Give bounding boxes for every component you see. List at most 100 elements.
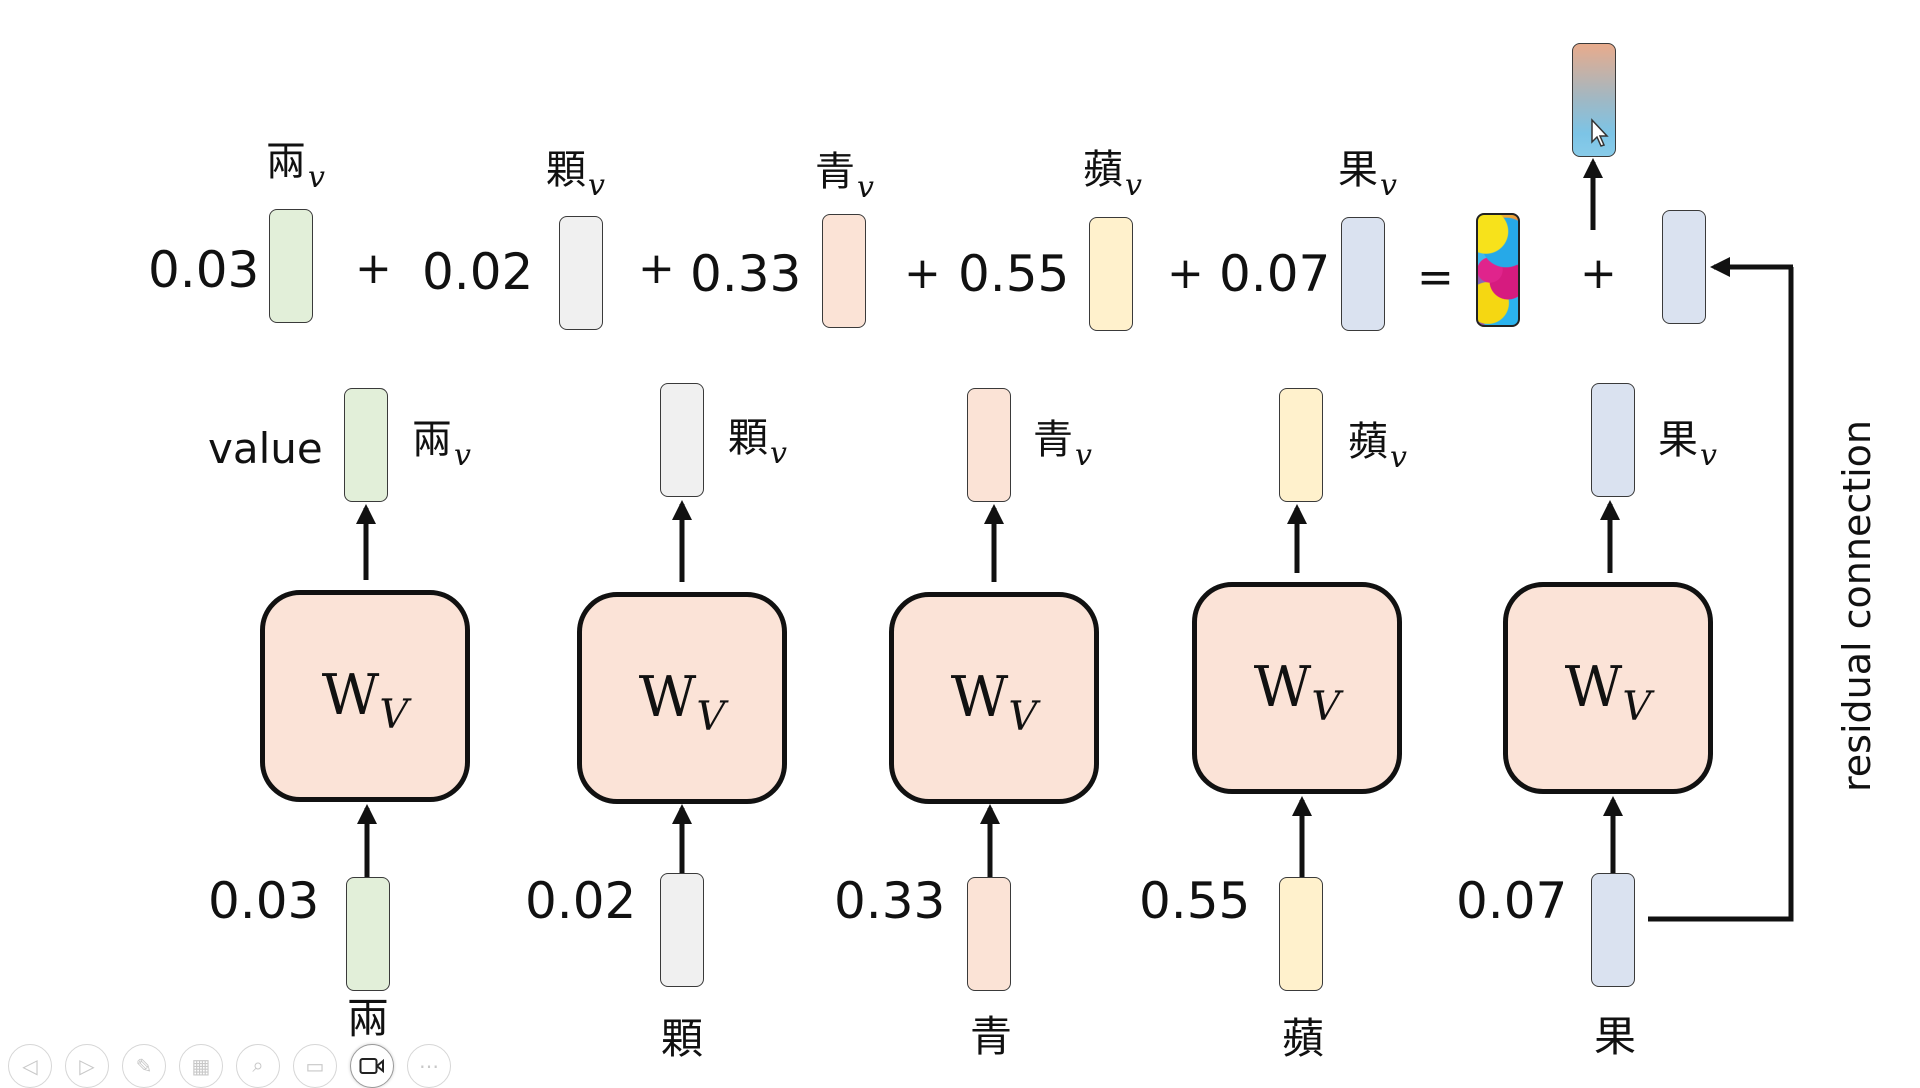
next-slide-button[interactable]: ▷ bbox=[65, 1044, 109, 1088]
subtitles-button[interactable]: ▭ bbox=[293, 1044, 337, 1088]
wv-label: WV bbox=[951, 670, 1037, 738]
value-vector-label-5-char: 果 bbox=[1658, 417, 1698, 463]
camera-button[interactable] bbox=[350, 1044, 394, 1088]
value-vector-5 bbox=[1591, 383, 1635, 497]
wv-matrix-box-4: WV bbox=[1192, 582, 1402, 794]
top-label-3: 青v bbox=[815, 149, 874, 203]
arrow-left-icon: ◁ bbox=[22, 1055, 38, 1078]
more-options-button[interactable]: ⋯ bbox=[407, 1044, 451, 1088]
plus-2: + bbox=[638, 243, 675, 294]
subscript-v: v bbox=[1700, 438, 1717, 473]
top-weight-4: 0.55 bbox=[958, 245, 1070, 303]
ellipsis-icon: ⋯ bbox=[419, 1055, 439, 1078]
input-vector-1 bbox=[346, 877, 390, 991]
subscript-v: v bbox=[454, 438, 471, 473]
subscript-v: v bbox=[588, 168, 605, 203]
pen-icon: ✎ bbox=[135, 1055, 153, 1078]
wv-sub: V bbox=[1008, 694, 1038, 740]
wv-sub: V bbox=[1622, 684, 1652, 730]
input-vector-5 bbox=[1591, 873, 1635, 987]
wv-matrix-box-1: WV bbox=[260, 590, 470, 802]
input-token-4: 蘋 bbox=[1282, 1014, 1325, 1063]
input-weight-1: 0.03 bbox=[208, 872, 320, 930]
subscript-v: v bbox=[308, 160, 325, 195]
input-vector-3 bbox=[967, 877, 1011, 991]
top-weight-1: 0.03 bbox=[148, 241, 260, 299]
previous-slide-button[interactable]: ◁ bbox=[8, 1044, 52, 1088]
value-vector-label-2: 顆v bbox=[728, 415, 787, 469]
subscript-v: v bbox=[1075, 438, 1092, 473]
residual-connection-label: residual connection bbox=[1835, 419, 1879, 793]
wv-label: WV bbox=[1254, 660, 1340, 728]
top-label-4: 蘋v bbox=[1083, 147, 1142, 201]
wv-matrix-box-5: WV bbox=[1503, 582, 1713, 794]
input-token-1: 兩 bbox=[347, 994, 390, 1043]
wv-label: WV bbox=[322, 668, 408, 736]
input-token-3: 青 bbox=[970, 1012, 1013, 1061]
wv-main: W bbox=[638, 665, 697, 730]
residual-input-vector bbox=[1662, 210, 1706, 324]
subscript-v: v bbox=[770, 436, 787, 471]
equals-sign: = bbox=[1417, 252, 1454, 303]
wv-main: W bbox=[321, 663, 380, 728]
see-all-slides-button[interactable]: ▦ bbox=[179, 1044, 223, 1088]
video-camera-icon bbox=[359, 1058, 384, 1074]
top-vector-5 bbox=[1341, 217, 1385, 331]
input-weight-3: 0.33 bbox=[834, 872, 946, 930]
pen-button[interactable]: ✎ bbox=[122, 1044, 166, 1088]
value-vector-label-2-char: 顆 bbox=[728, 415, 768, 461]
top-vector-1 bbox=[269, 209, 313, 323]
input-weight-2: 0.02 bbox=[525, 872, 637, 930]
subscript-v: v bbox=[1380, 168, 1397, 203]
weighted-sum-vector bbox=[1476, 213, 1520, 327]
value-vector-label-3: 青v bbox=[1033, 417, 1092, 471]
subscript-v: v bbox=[857, 170, 874, 205]
zoom-button[interactable]: ⌕ bbox=[236, 1044, 280, 1088]
input-vector-4 bbox=[1279, 877, 1323, 991]
top-vector-3 bbox=[822, 214, 866, 328]
top-weight-3: 0.33 bbox=[690, 245, 802, 303]
top-label-2: 顆v bbox=[546, 147, 605, 201]
wv-sub: V bbox=[379, 692, 409, 738]
value-label: value bbox=[208, 424, 323, 473]
value-vector-label-1-char: 兩 bbox=[412, 417, 452, 463]
value-vector-label-4-char: 蘋 bbox=[1348, 419, 1388, 465]
subtitles-icon: ▭ bbox=[305, 1055, 325, 1078]
value-vector-2 bbox=[660, 383, 704, 497]
top-label-2-char: 顆 bbox=[546, 147, 586, 193]
value-vector-label-3-char: 青 bbox=[1033, 417, 1073, 463]
slideshow-toolbar: ◁ ▷ ✎ ▦ ⌕ ▭ ⋯ bbox=[8, 1044, 451, 1088]
value-vector-label-1: 兩v bbox=[412, 417, 471, 471]
top-label-3-char: 青 bbox=[815, 149, 855, 195]
value-vector-1 bbox=[344, 388, 388, 502]
value-vector-label-4: 蘋v bbox=[1348, 419, 1407, 473]
top-vector-4 bbox=[1089, 217, 1133, 331]
top-label-1-char: 兩 bbox=[266, 139, 306, 185]
wv-main: W bbox=[1253, 655, 1312, 720]
subscript-v: v bbox=[1125, 168, 1142, 203]
value-vector-3 bbox=[967, 388, 1011, 502]
top-vector-2 bbox=[559, 216, 603, 330]
plus-3: + bbox=[904, 248, 941, 299]
input-token-2: 顆 bbox=[661, 1014, 704, 1063]
value-vector-label-5: 果v bbox=[1658, 417, 1717, 471]
value-vector-4 bbox=[1279, 388, 1323, 502]
wv-sub: V bbox=[696, 694, 726, 740]
top-weight-2: 0.02 bbox=[422, 243, 534, 301]
top-weight-5: 0.07 bbox=[1219, 245, 1331, 303]
wv-label: WV bbox=[639, 670, 725, 738]
top-label-5: 果v bbox=[1338, 150, 1397, 201]
input-token-5: 果 bbox=[1594, 1012, 1637, 1061]
wv-matrix-box-2: WV bbox=[577, 592, 787, 804]
output-vector bbox=[1572, 43, 1616, 157]
arrow-right-icon: ▷ bbox=[79, 1055, 95, 1078]
input-weight-4: 0.55 bbox=[1139, 872, 1251, 930]
magnifier-icon: ⌕ bbox=[252, 1054, 264, 1077]
wv-main: W bbox=[950, 665, 1009, 730]
top-label-1: 兩v bbox=[266, 139, 325, 193]
wv-matrix-box-3: WV bbox=[889, 592, 1099, 804]
wv-label: WV bbox=[1565, 660, 1651, 728]
mouse-cursor-icon bbox=[1591, 118, 1609, 147]
top-label-4-char: 蘋 bbox=[1083, 147, 1123, 193]
slides-grid-icon: ▦ bbox=[191, 1055, 211, 1078]
